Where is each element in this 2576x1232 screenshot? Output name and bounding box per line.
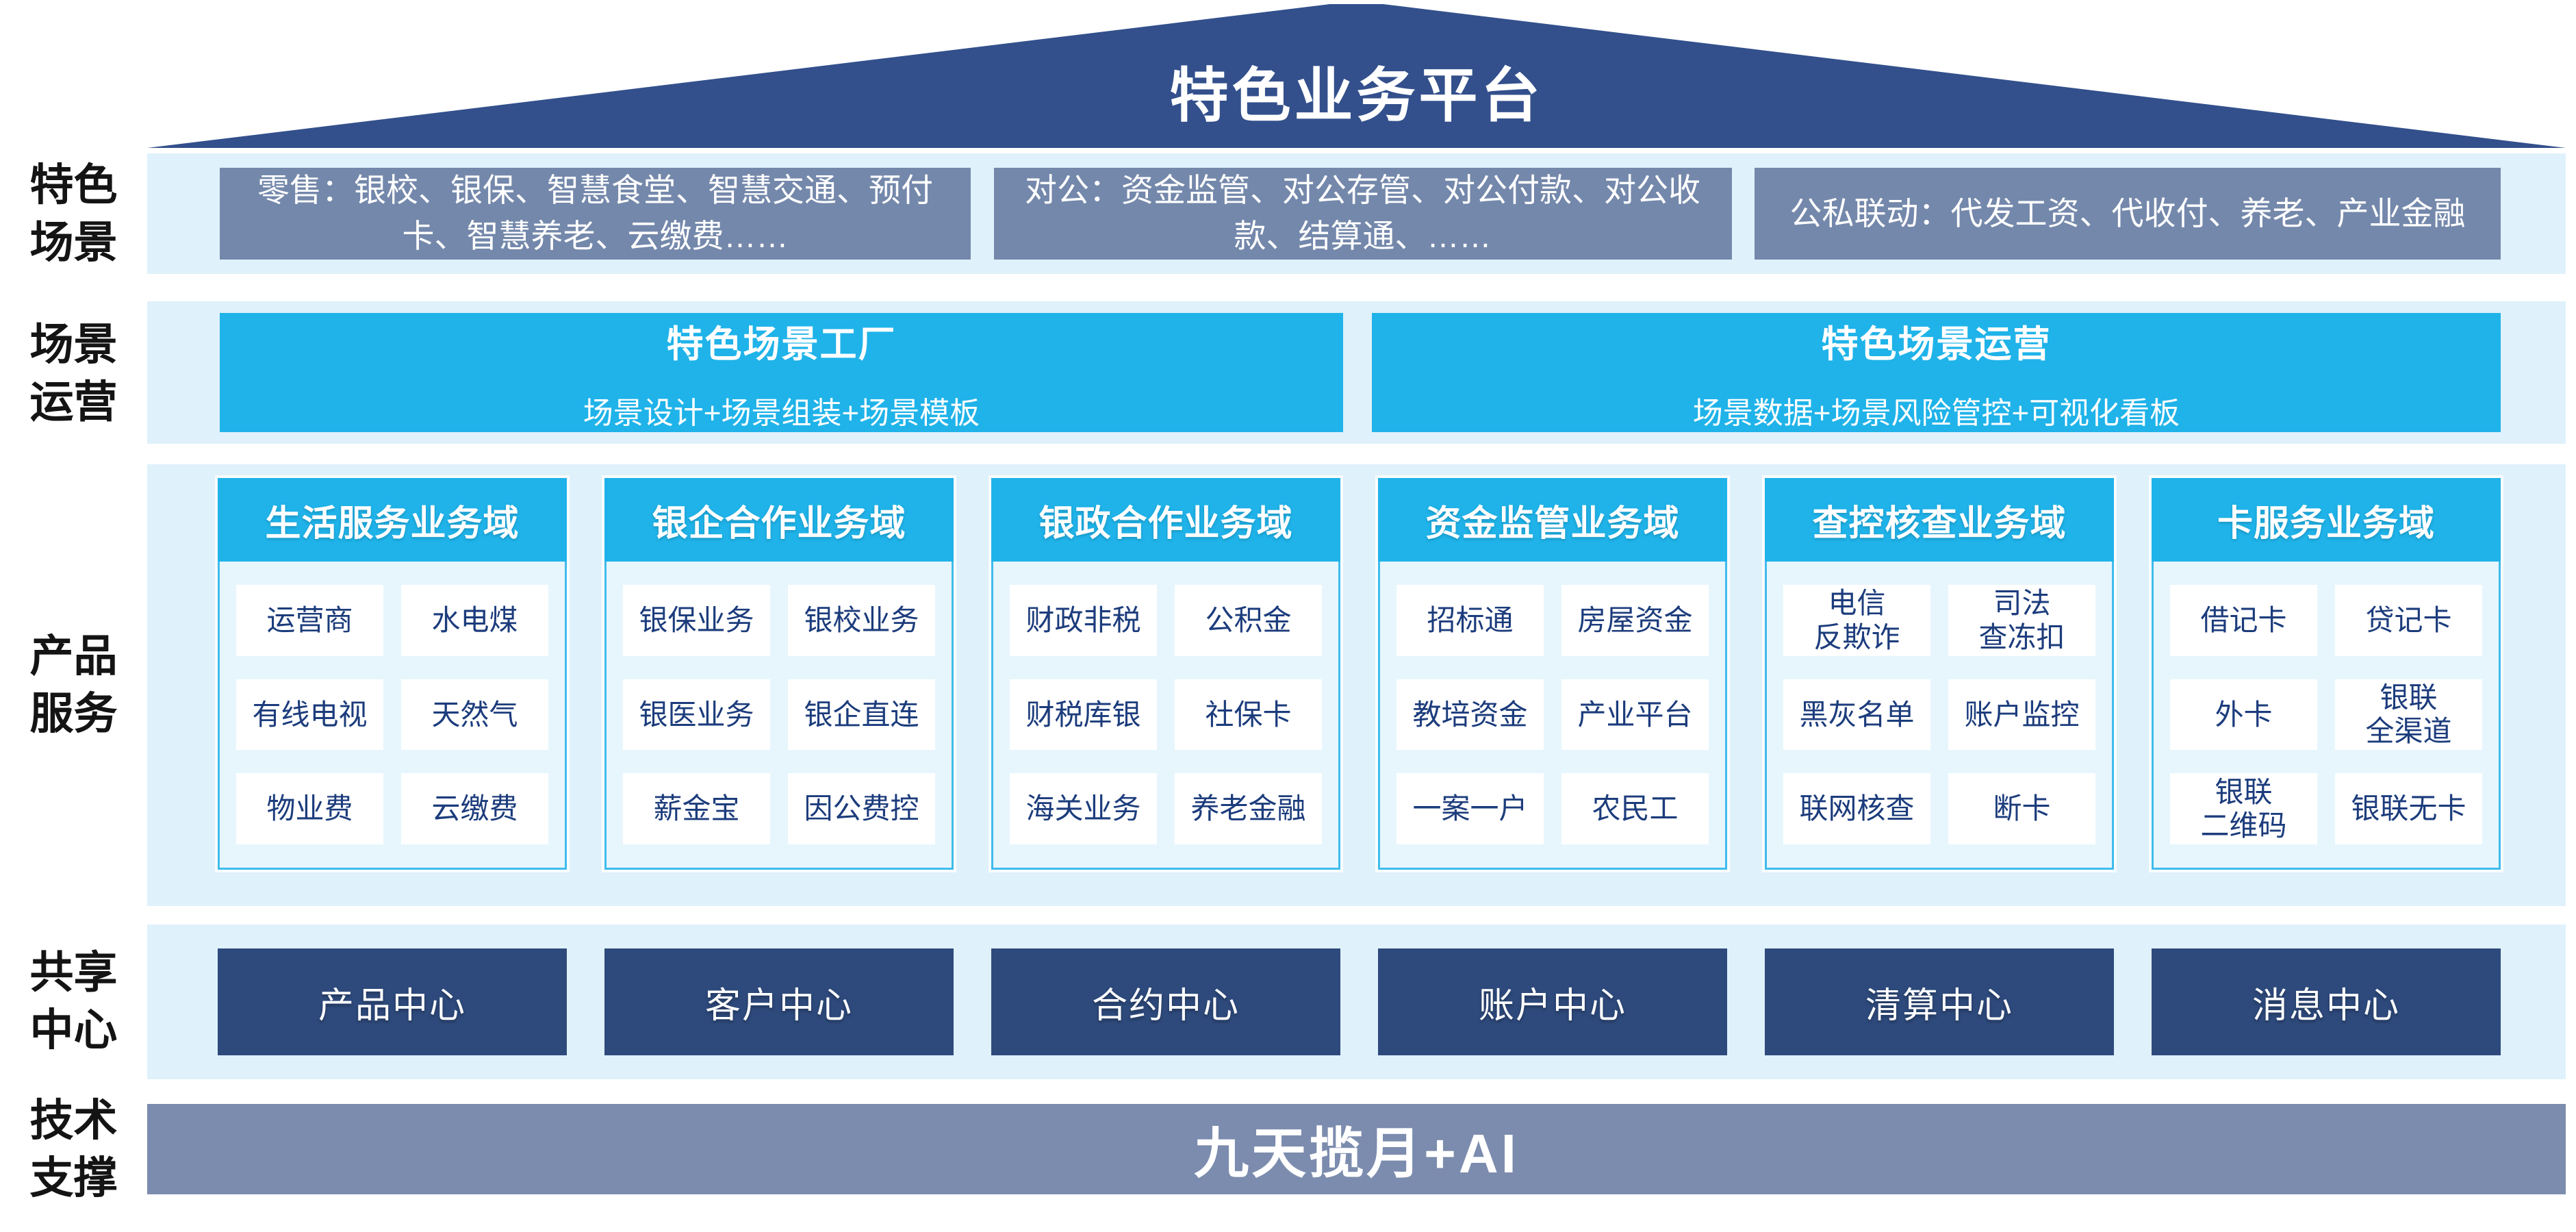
domain-title: 生活服务业务域 (218, 478, 567, 562)
domain-item: 产业平台 (1561, 679, 1709, 751)
domain-item: 运营商 (236, 585, 383, 656)
scene-operation-box: 特色场景运营 场景数据+场景风险管控+可视化看板 (1372, 313, 2501, 432)
scene-factory-box: 特色场景工厂 场景设计+场景组装+场景模板 (220, 313, 1343, 432)
domain-item: 薪金宝 (623, 773, 770, 844)
domain-item: 财税库银 (1010, 679, 1157, 751)
domain-title: 资金监管业务域 (1378, 478, 1727, 562)
domain-card-card-services: 卡服务业务域 借记卡 贷记卡 外卡 银联 全渠道 银联 二维码 银联无卡 (2152, 478, 2501, 870)
tech-support-bar: 九天揽月+AI (147, 1104, 2566, 1194)
domain-item: 有线电视 (236, 679, 383, 751)
domain-item: 招标通 (1397, 585, 1544, 656)
center-box-clearing: 清算中心 (1765, 948, 2114, 1055)
domain-item: 借记卡 (2170, 585, 2317, 656)
domain-item: 房屋资金 (1561, 585, 1709, 656)
row-label-shared: 共享 中心 (29, 948, 118, 1055)
domain-item: 银保业务 (623, 585, 770, 656)
scenes-band: 零售：银校、银保、智慧食堂、智慧交通、预付卡、智慧养老、云缴费…… 对公：资金监… (147, 153, 2566, 274)
domain-card-life-services: 生活服务业务域 运营商 水电煤 有线电视 天然气 物业费 云缴费 (218, 478, 567, 870)
scene-box-corporate: 对公：资金监管、对公存管、对公付款、对公收款、结算通、…… (993, 168, 1732, 260)
domain-card-inquiry-control: 查控核查业务域 电信 反欺诈 司法 查冻扣 黑灰名单 账户监控 联网核查 断卡 (1765, 478, 2114, 870)
domain-item: 农民工 (1561, 773, 1709, 844)
domain-item: 账户监控 (1948, 679, 2095, 751)
domain-body: 运营商 水电煤 有线电视 天然气 物业费 云缴费 (218, 562, 567, 870)
domain-body: 招标通 房屋资金 教培资金 产业平台 一案一户 农民工 (1378, 562, 1727, 870)
row-label-scenes: 特色 场景 (29, 160, 118, 268)
domain-title: 银企合作业务域 (604, 478, 954, 562)
domain-body: 财政非税 公积金 财税库银 社保卡 海关业务 养老金融 (991, 562, 1340, 870)
domain-item: 天然气 (401, 679, 548, 751)
domain-body: 借记卡 贷记卡 外卡 银联 全渠道 银联 二维码 银联无卡 (2152, 562, 2501, 870)
domain-title: 查控核查业务域 (1765, 478, 2114, 562)
domain-item: 黑灰名单 (1783, 679, 1930, 751)
row-label-operation: 场景 运营 (29, 320, 118, 427)
domain-item: 断卡 (1948, 773, 2095, 844)
operation-band: 特色场景工厂 场景设计+场景组装+场景模板 特色场景运营 场景数据+场景风险管控… (147, 301, 2566, 444)
domain-item: 外卡 (2170, 679, 2317, 751)
products-band: 生活服务业务域 运营商 水电煤 有线电视 天然气 物业费 云缴费 银企合作业务域… (147, 464, 2566, 906)
center-box-message: 消息中心 (2152, 948, 2501, 1055)
domain-card-bank-enterprise: 银企合作业务域 银保业务 银校业务 银医业务 银企直连 薪金宝 因公费控 (604, 478, 954, 870)
domain-item: 银联 二维码 (2170, 773, 2317, 844)
domain-item: 水电煤 (401, 585, 548, 656)
scene-factory-title: 特色场景工厂 (666, 323, 897, 365)
domain-item: 银医业务 (623, 679, 770, 751)
domain-item: 司法 查冻扣 (1948, 585, 2095, 656)
domain-card-bank-government: 银政合作业务域 财政非税 公积金 财税库银 社保卡 海关业务 养老金融 (991, 478, 1340, 870)
domain-item: 云缴费 (401, 773, 548, 844)
domain-item: 电信 反欺诈 (1783, 585, 1930, 656)
domain-item: 银校业务 (788, 585, 935, 656)
domain-item: 银联无卡 (2335, 773, 2482, 844)
domain-item: 社保卡 (1175, 679, 1322, 751)
scene-operation-title: 特色场景运营 (1821, 323, 2052, 365)
domain-item: 物业费 (236, 773, 383, 844)
scene-factory-subtitle: 场景设计+场景组装+场景模板 (583, 396, 980, 430)
domain-body: 银保业务 银校业务 银医业务 银企直连 薪金宝 因公费控 (604, 562, 954, 870)
domain-title: 卡服务业务域 (2152, 478, 2501, 562)
scene-box-linkage: 公私联动：代发工资、代收付、养老、产业金融 (1755, 168, 2501, 260)
domain-item: 海关业务 (1010, 773, 1157, 844)
platform-title: 特色业务平台 (1169, 63, 1544, 129)
domain-item: 银联 全渠道 (2335, 679, 2482, 751)
scene-box-retail: 零售：银校、银保、智慧食堂、智慧交通、预付卡、智慧养老、云缴费…… (220, 168, 971, 260)
domain-body: 电信 反欺诈 司法 查冻扣 黑灰名单 账户监控 联网核查 断卡 (1765, 562, 2114, 870)
domain-item: 贷记卡 (2335, 585, 2482, 656)
scene-operation-subtitle: 场景数据+场景风险管控+可视化看板 (1692, 396, 2180, 430)
domain-card-fund-supervision: 资金监管业务域 招标通 房屋资金 教培资金 产业平台 一案一户 农民工 (1378, 478, 1727, 870)
roof-shape: 特色业务平台 (147, 4, 2566, 148)
domain-title: 银政合作业务域 (991, 478, 1340, 562)
row-label-tech: 技术 支撑 (29, 1096, 118, 1203)
domain-item: 一案一户 (1397, 773, 1544, 844)
domain-item: 因公费控 (788, 773, 935, 844)
center-box-contract: 合约中心 (991, 948, 1340, 1055)
domain-item: 养老金融 (1175, 773, 1322, 844)
domain-item: 教培资金 (1397, 679, 1544, 751)
domain-item: 财政非税 (1010, 585, 1157, 656)
row-label-products: 产品 服务 (29, 631, 118, 739)
center-box-customer: 客户中心 (604, 948, 954, 1055)
shared-centers-band: 产品中心 客户中心 合约中心 账户中心 清算中心 消息中心 (147, 925, 2566, 1079)
center-box-product: 产品中心 (218, 948, 567, 1055)
domain-item: 公积金 (1175, 585, 1322, 656)
domain-item: 联网核查 (1783, 773, 1930, 844)
center-box-account: 账户中心 (1378, 948, 1727, 1055)
domain-item: 银企直连 (788, 679, 935, 751)
